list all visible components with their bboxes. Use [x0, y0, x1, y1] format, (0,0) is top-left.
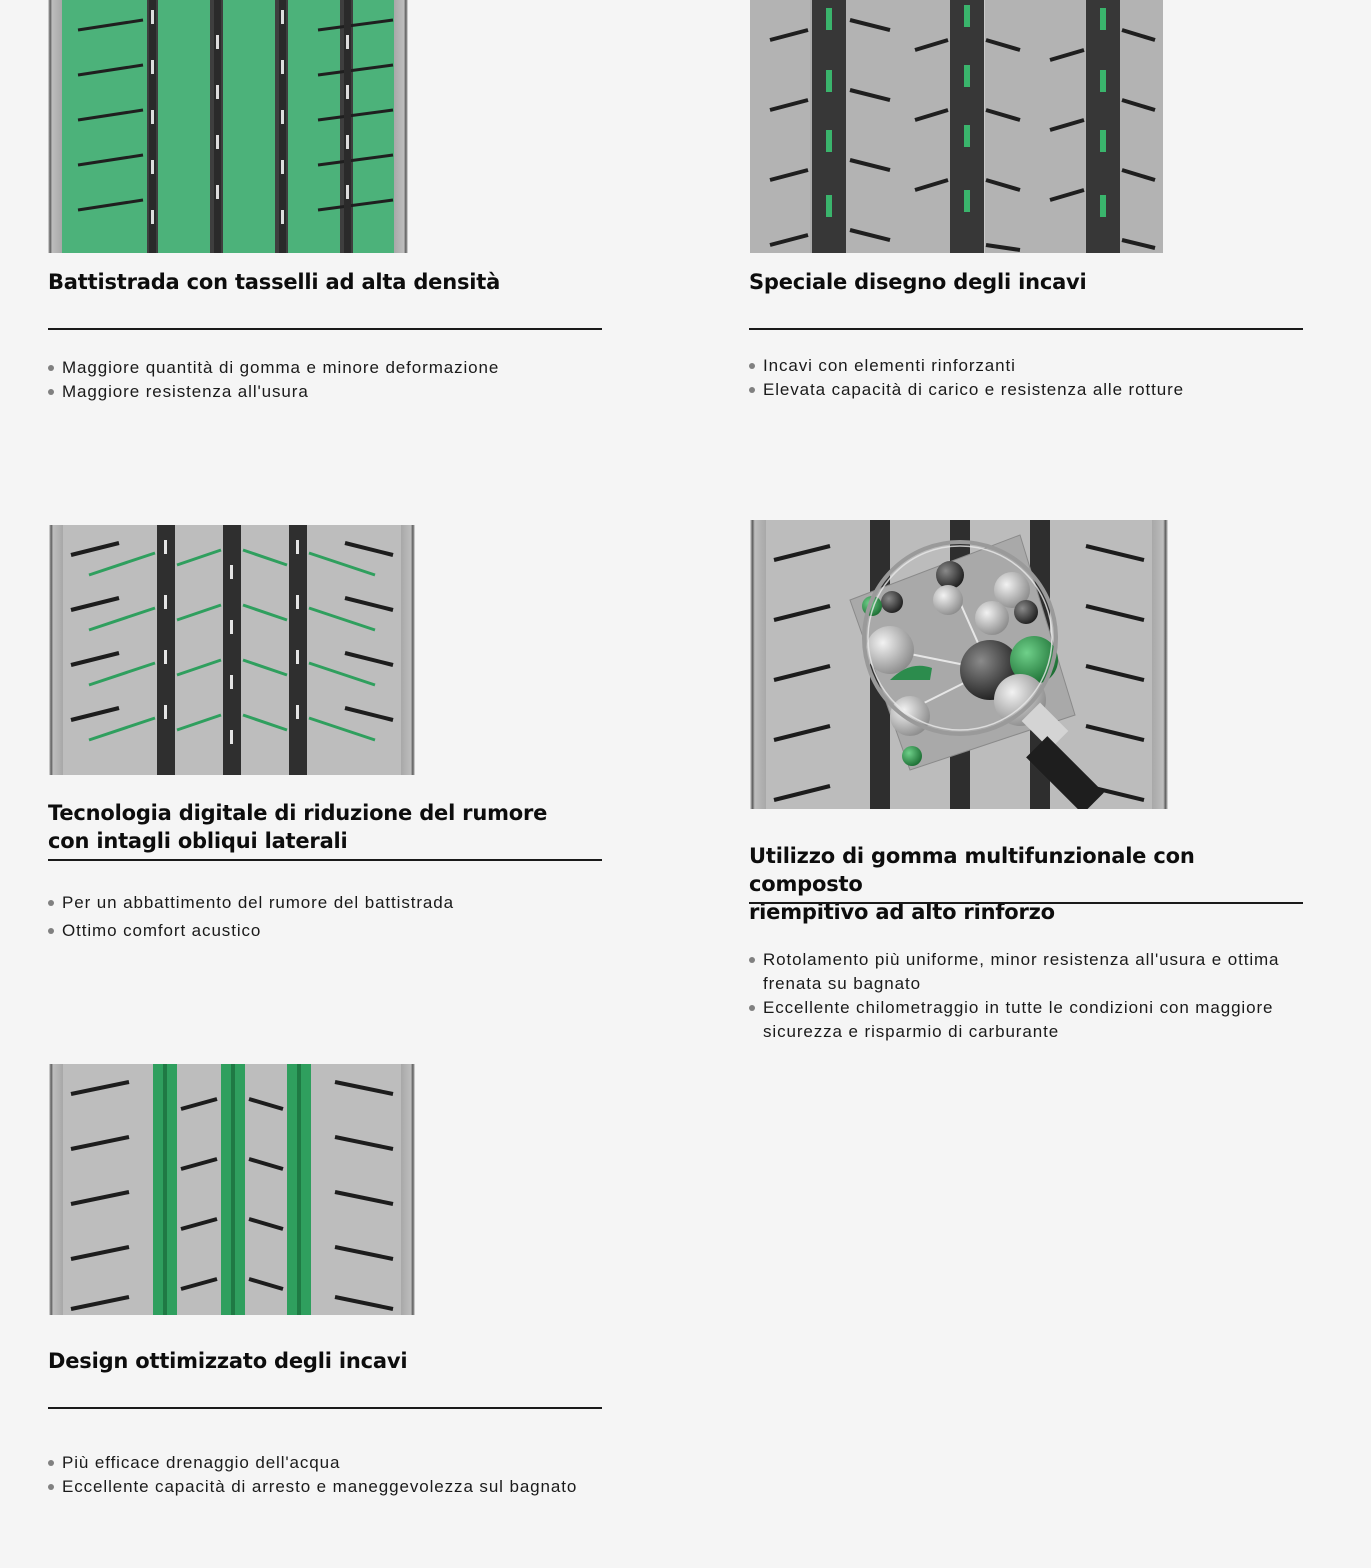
- tread-highlight-groove-elements-image: [750, 0, 1163, 253]
- feature-bullets: Incavi con elementi rinforzanti Elevata …: [749, 354, 1303, 402]
- feature-card: Tecnologia digitale di riduzione del rum…: [48, 524, 602, 964]
- feature-title-line: riempitivo ad alto rinforzo: [749, 900, 1055, 924]
- bullet-item: Rotolamento più uniforme, minor resisten…: [749, 948, 1303, 996]
- feature-title-line: Tecnologia digitale di riduzione del rum…: [48, 801, 548, 825]
- feature-title: Battistrada con tasselli ad alta densità: [48, 270, 501, 294]
- tread-highlight-grooves-image: [49, 1064, 415, 1315]
- feature-card: Speciale disegno degli incavi Incavi con…: [749, 0, 1303, 420]
- molecule-compound-icon: [849, 534, 1076, 771]
- title-divider: [749, 328, 1303, 330]
- feature-title: Utilizzo di gomma multifunzionale con co…: [749, 842, 1303, 926]
- bullet-item: Eccellente chilometraggio in tutte le co…: [749, 996, 1303, 1044]
- title-divider: [48, 859, 602, 861]
- bullet-item: Più efficace drenaggio dell'acqua: [48, 1451, 602, 1475]
- magnifier-icon: [862, 540, 1104, 809]
- bullet-item: Ottimo comfort acustico: [48, 919, 602, 943]
- feature-title: Design ottimizzato degli incavi: [48, 1349, 408, 1373]
- feature-card: Utilizzo di gomma multifunzionale con co…: [749, 520, 1303, 1060]
- feature-card: Design ottimizzato degli incavi Più effi…: [48, 1064, 602, 1524]
- feature-bullets: Per un abbattimento del rumore del batti…: [48, 891, 602, 943]
- title-divider: [749, 902, 1303, 904]
- feature-title: Speciale disegno degli incavi: [749, 270, 1087, 294]
- feature-title-line: Utilizzo di gomma multifunzionale con co…: [749, 844, 1195, 896]
- bullet-item: Maggiore resistenza all'usura: [48, 380, 602, 404]
- bullet-item: Eccellente capacità di arresto e manegge…: [48, 1475, 602, 1499]
- feature-bullets: Rotolamento più uniforme, minor resisten…: [749, 948, 1303, 1044]
- bullet-item: Maggiore quantità di gomma e minore defo…: [48, 356, 602, 380]
- title-divider: [48, 328, 602, 330]
- bullet-item: Elevata capacità di carico e resistenza …: [749, 378, 1303, 402]
- feature-title: Tecnologia digitale di riduzione del rum…: [48, 799, 602, 855]
- bullet-item: Per un abbattimento del rumore del batti…: [48, 891, 602, 915]
- feature-bullets: Maggiore quantità di gomma e minore defo…: [48, 356, 602, 404]
- tread-magnifier-compound-image: [750, 520, 1168, 809]
- tread-highlight-blocks-image: [48, 0, 408, 253]
- feature-card: Battistrada con tasselli ad alta densità…: [48, 0, 602, 420]
- tread-highlight-sipes-image: [49, 525, 415, 775]
- bullet-item: Incavi con elementi rinforzanti: [749, 354, 1303, 378]
- feature-bullets: Più efficace drenaggio dell'acqua Eccell…: [48, 1451, 602, 1499]
- feature-title-line: con intagli obliqui laterali: [48, 829, 348, 853]
- title-divider: [48, 1407, 602, 1409]
